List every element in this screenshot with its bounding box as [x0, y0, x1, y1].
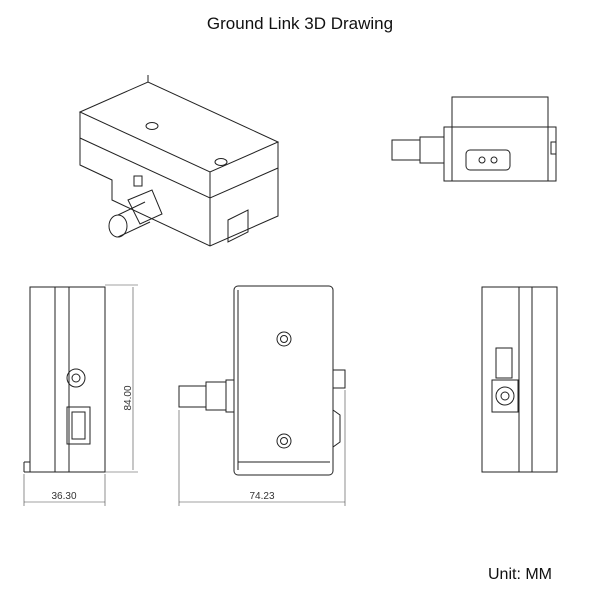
- dimension-height-label: 84.00: [123, 385, 134, 410]
- drawing-title: Ground Link 3D Drawing: [206, 14, 394, 33]
- front-view: [178, 285, 346, 506]
- isometric-view: [78, 75, 280, 247]
- dimension-front-width-label: 74.23: [249, 491, 274, 502]
- side-view: [23, 284, 138, 506]
- opposite-side-view: [481, 286, 558, 473]
- unit-label: Unit: MM: [488, 566, 552, 583]
- dimension-side-width-label: 36.30: [51, 491, 76, 502]
- end-view: [391, 96, 557, 182]
